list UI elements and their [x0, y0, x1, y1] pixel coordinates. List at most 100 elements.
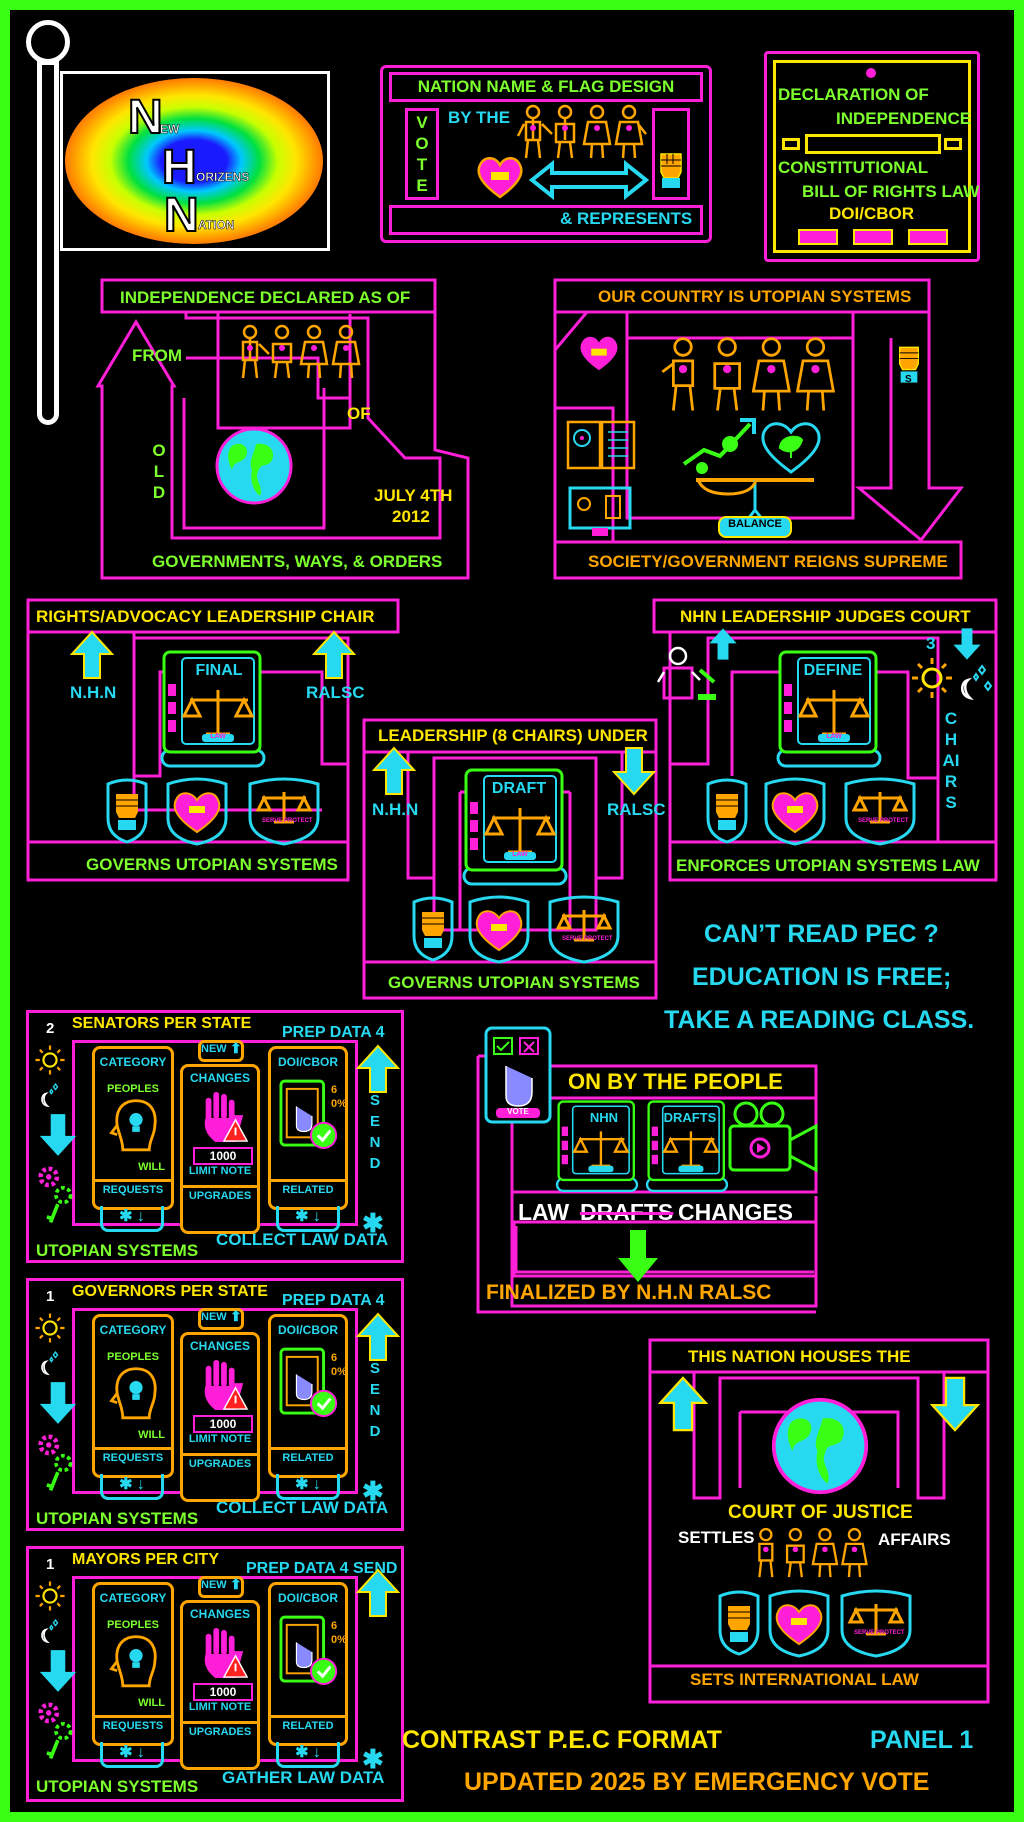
judges-count: 3 [926, 634, 936, 653]
people-vote-frame [476, 1054, 818, 1314]
senators-send: SEND [369, 1092, 381, 1172]
rights-left-label: N.H.N [70, 683, 117, 702]
declaration-inner-box [773, 60, 971, 253]
computer-icon [568, 486, 632, 536]
footer-format: CONTRAST P.E.C FORMAT [402, 1726, 722, 1754]
declaration-line3: CONSTITUTIONAL [778, 158, 929, 177]
court-bottom: SETS INTERNATIONAL LAW [690, 1670, 919, 1689]
declaration-scroll [805, 134, 941, 154]
card-header: CHANGES [189, 1071, 250, 1085]
fist-icon [899, 346, 919, 383]
judges-bottom: ENFORCES UTOPIAN SYSTEMS LAW [676, 856, 980, 875]
logo-letter-h: H [161, 140, 198, 195]
people-vote-final: FINALIZED BY N.H.N RALSC [486, 1281, 772, 1304]
heart-shield-icon [166, 777, 228, 846]
limit-note: LIMIT NOTE [188, 1165, 252, 1177]
declaration-line4: BILL OF RIGHTS LAW [802, 182, 980, 201]
card-footer: UPGRADES [183, 1721, 257, 1738]
governors-panel [26, 1278, 404, 1531]
footer-updated: UPDATED 2025 BY EMERGENCY VOTE [464, 1768, 930, 1796]
declaration-bar-2 [853, 229, 893, 245]
law-book-drafts-icon [645, 1100, 729, 1193]
vote-column-box [405, 108, 439, 200]
arrow-up-small-icon: ⬆ [230, 1308, 242, 1324]
fist-icon [660, 153, 682, 188]
senators-bottom-left: UTOPIAN SYSTEMS [36, 1241, 199, 1260]
card-header: CATEGORY [99, 1055, 167, 1069]
globe-icon [215, 427, 293, 505]
card-tab: ✱ ↓ [276, 1474, 340, 1500]
flag-pole [26, 20, 70, 64]
card-will: WILL [138, 1161, 165, 1173]
nation-name-box [380, 65, 712, 243]
governors-title: GOVERNORS PER STATE [72, 1283, 268, 1300]
declaration-line5: DOI/CBOR [829, 204, 914, 223]
balance-label: BALANCE [728, 518, 782, 530]
serve-protect-label: SERVE PROTECT [858, 818, 909, 824]
independence-of: OF [347, 404, 371, 423]
law-book-define-law: LAW [826, 733, 842, 740]
law-book-draft-icon [462, 768, 568, 886]
card-footer: REQUESTS [95, 1447, 171, 1464]
flag-cloth [60, 71, 330, 251]
utopian-bottom: SOCIETY/GOVERNMENT REIGNS SUPREME [588, 552, 948, 571]
heart-icon [580, 336, 618, 371]
senators-title: SENATORS PER STATE [72, 1015, 252, 1032]
scale-shield-icon [248, 777, 320, 846]
new-tab [198, 1040, 244, 1062]
nation-title: NATION NAME & FLAG DESIGN [417, 77, 675, 96]
leaf-heart-icon [761, 422, 821, 474]
judge-person-icon [656, 646, 716, 700]
declaration-scroll-end-left [782, 138, 800, 150]
limit-note: LIMIT NOTE [188, 1433, 252, 1445]
rights-right-label: RALSC [306, 683, 365, 702]
declaration-scroll-end-right [944, 138, 962, 150]
independence-date2: 2012 [392, 507, 430, 526]
logo-word-ation: ATION [198, 218, 235, 233]
logo-letter-n2: N [163, 188, 200, 243]
card-footer: RELATED [271, 1715, 345, 1732]
judges-title: NHN LEADERSHIP JUDGES COURT [680, 607, 971, 626]
double-arrow-icon [528, 159, 650, 201]
law-book-define-label: DEFINE [803, 662, 863, 679]
arrow-down-icon [953, 628, 981, 660]
independence-frame [95, 278, 470, 580]
asterisk-icon: ✱ [362, 1476, 384, 1506]
footer-panel: PANEL 1 [870, 1726, 974, 1754]
serve-protect-label: SERVE PROTECT [262, 818, 313, 824]
arrow-up-icon [69, 630, 115, 679]
reading-line1: CAN’T READ PEC ? [704, 920, 939, 948]
heart-icon [477, 157, 523, 199]
people-chain-icon [241, 324, 361, 379]
utopian-frame [553, 278, 965, 580]
globe-icon [771, 1397, 869, 1495]
law-book-draft-label: DRAFT [491, 780, 547, 797]
by-the-label: BY THE [448, 108, 511, 127]
people-chain-icon [516, 104, 647, 159]
vote-phone-icon [484, 1026, 552, 1124]
people-vote-title: ON BY THE PEOPLE [568, 1069, 783, 1094]
percent-label: 60% [331, 1620, 347, 1646]
law-changes-law: LAW [518, 1199, 570, 1225]
mayors-count: 1 [46, 1556, 55, 1573]
mayors-prep: PREP DATA 4 SEND [246, 1560, 398, 1577]
people-chain-icon [758, 1527, 868, 1578]
governors-bottom-right: COLLECT LAW DATA [216, 1498, 389, 1517]
card-will: WILL [138, 1429, 165, 1441]
balance-label-box [718, 516, 792, 538]
leadership-right-label: RALSC [607, 800, 666, 819]
law-changes-changes: CHANGES [678, 1199, 794, 1225]
limit-number: 1000 [193, 1415, 253, 1433]
senators-count: 2 [46, 1020, 55, 1037]
moon-stars-icon [961, 664, 993, 701]
video-camera-icon [728, 1101, 818, 1173]
heart-shield-icon [764, 777, 826, 846]
asterisk-icon: ✱ [362, 1744, 384, 1774]
law-book-final-law: LAW [210, 733, 226, 740]
card-tab: ✱ ↓ [276, 1206, 340, 1232]
court-name: COURT OF JUSTICE [728, 1502, 913, 1523]
card-header: DOI/CBOR [278, 1323, 338, 1337]
